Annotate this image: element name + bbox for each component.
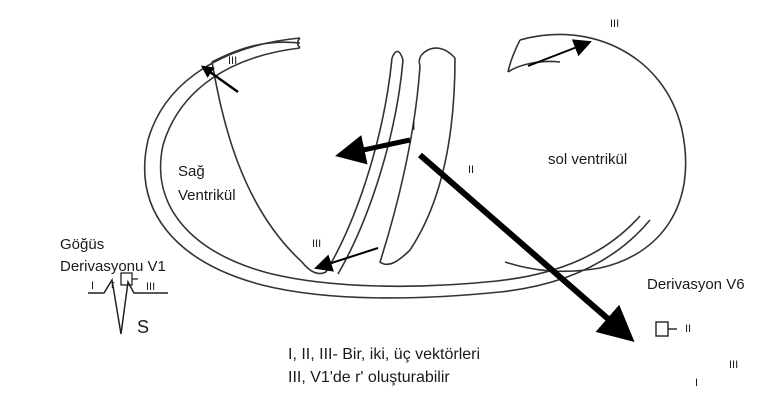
vector-iii-right-wall-label: III — [228, 56, 237, 67]
vector-i-label: I — [412, 119, 416, 132]
v1-wave-r-label: r — [111, 280, 115, 291]
v1-ecg-trace — [88, 280, 168, 334]
v6-i-label: I — [695, 378, 698, 389]
v6-ii-label: II — [685, 324, 691, 335]
v6-electrode-icon — [656, 322, 668, 336]
legend-line1: I, II, III- Bir, iki, üç vektörleri — [288, 347, 480, 363]
vector-iii-septal-label: III — [312, 239, 321, 250]
right-ventricle-label-line2: Ventrikül — [178, 188, 236, 203]
vector-ii-arrow — [420, 155, 630, 338]
lead-v6-label: Derivasyon V6 — [647, 277, 745, 292]
legend-line2: III, V1'de r' oluşturabilir — [288, 370, 450, 386]
septum — [212, 42, 455, 274]
v1-wave-s-label: S — [137, 318, 149, 336]
vector-iii-right-wall-arrow — [203, 67, 238, 92]
left-ventricle-label: sol ventrikül — [548, 152, 627, 167]
v6-iii-label: III — [729, 360, 738, 371]
lead-v1-label-line2: Derivasyonu V1 — [60, 259, 166, 274]
vector-ii-label: II — [468, 165, 474, 176]
v1-wave-i-label: I — [91, 281, 94, 292]
lead-v1-label-line1: Göğüs — [60, 237, 104, 252]
vector-iii-septal-arrow — [316, 248, 378, 268]
right-ventricle-label-line1: Sağ — [178, 164, 205, 179]
v1-wave-iii-label: III — [146, 282, 155, 293]
vector-iii-left-wall-label: III — [610, 19, 619, 30]
